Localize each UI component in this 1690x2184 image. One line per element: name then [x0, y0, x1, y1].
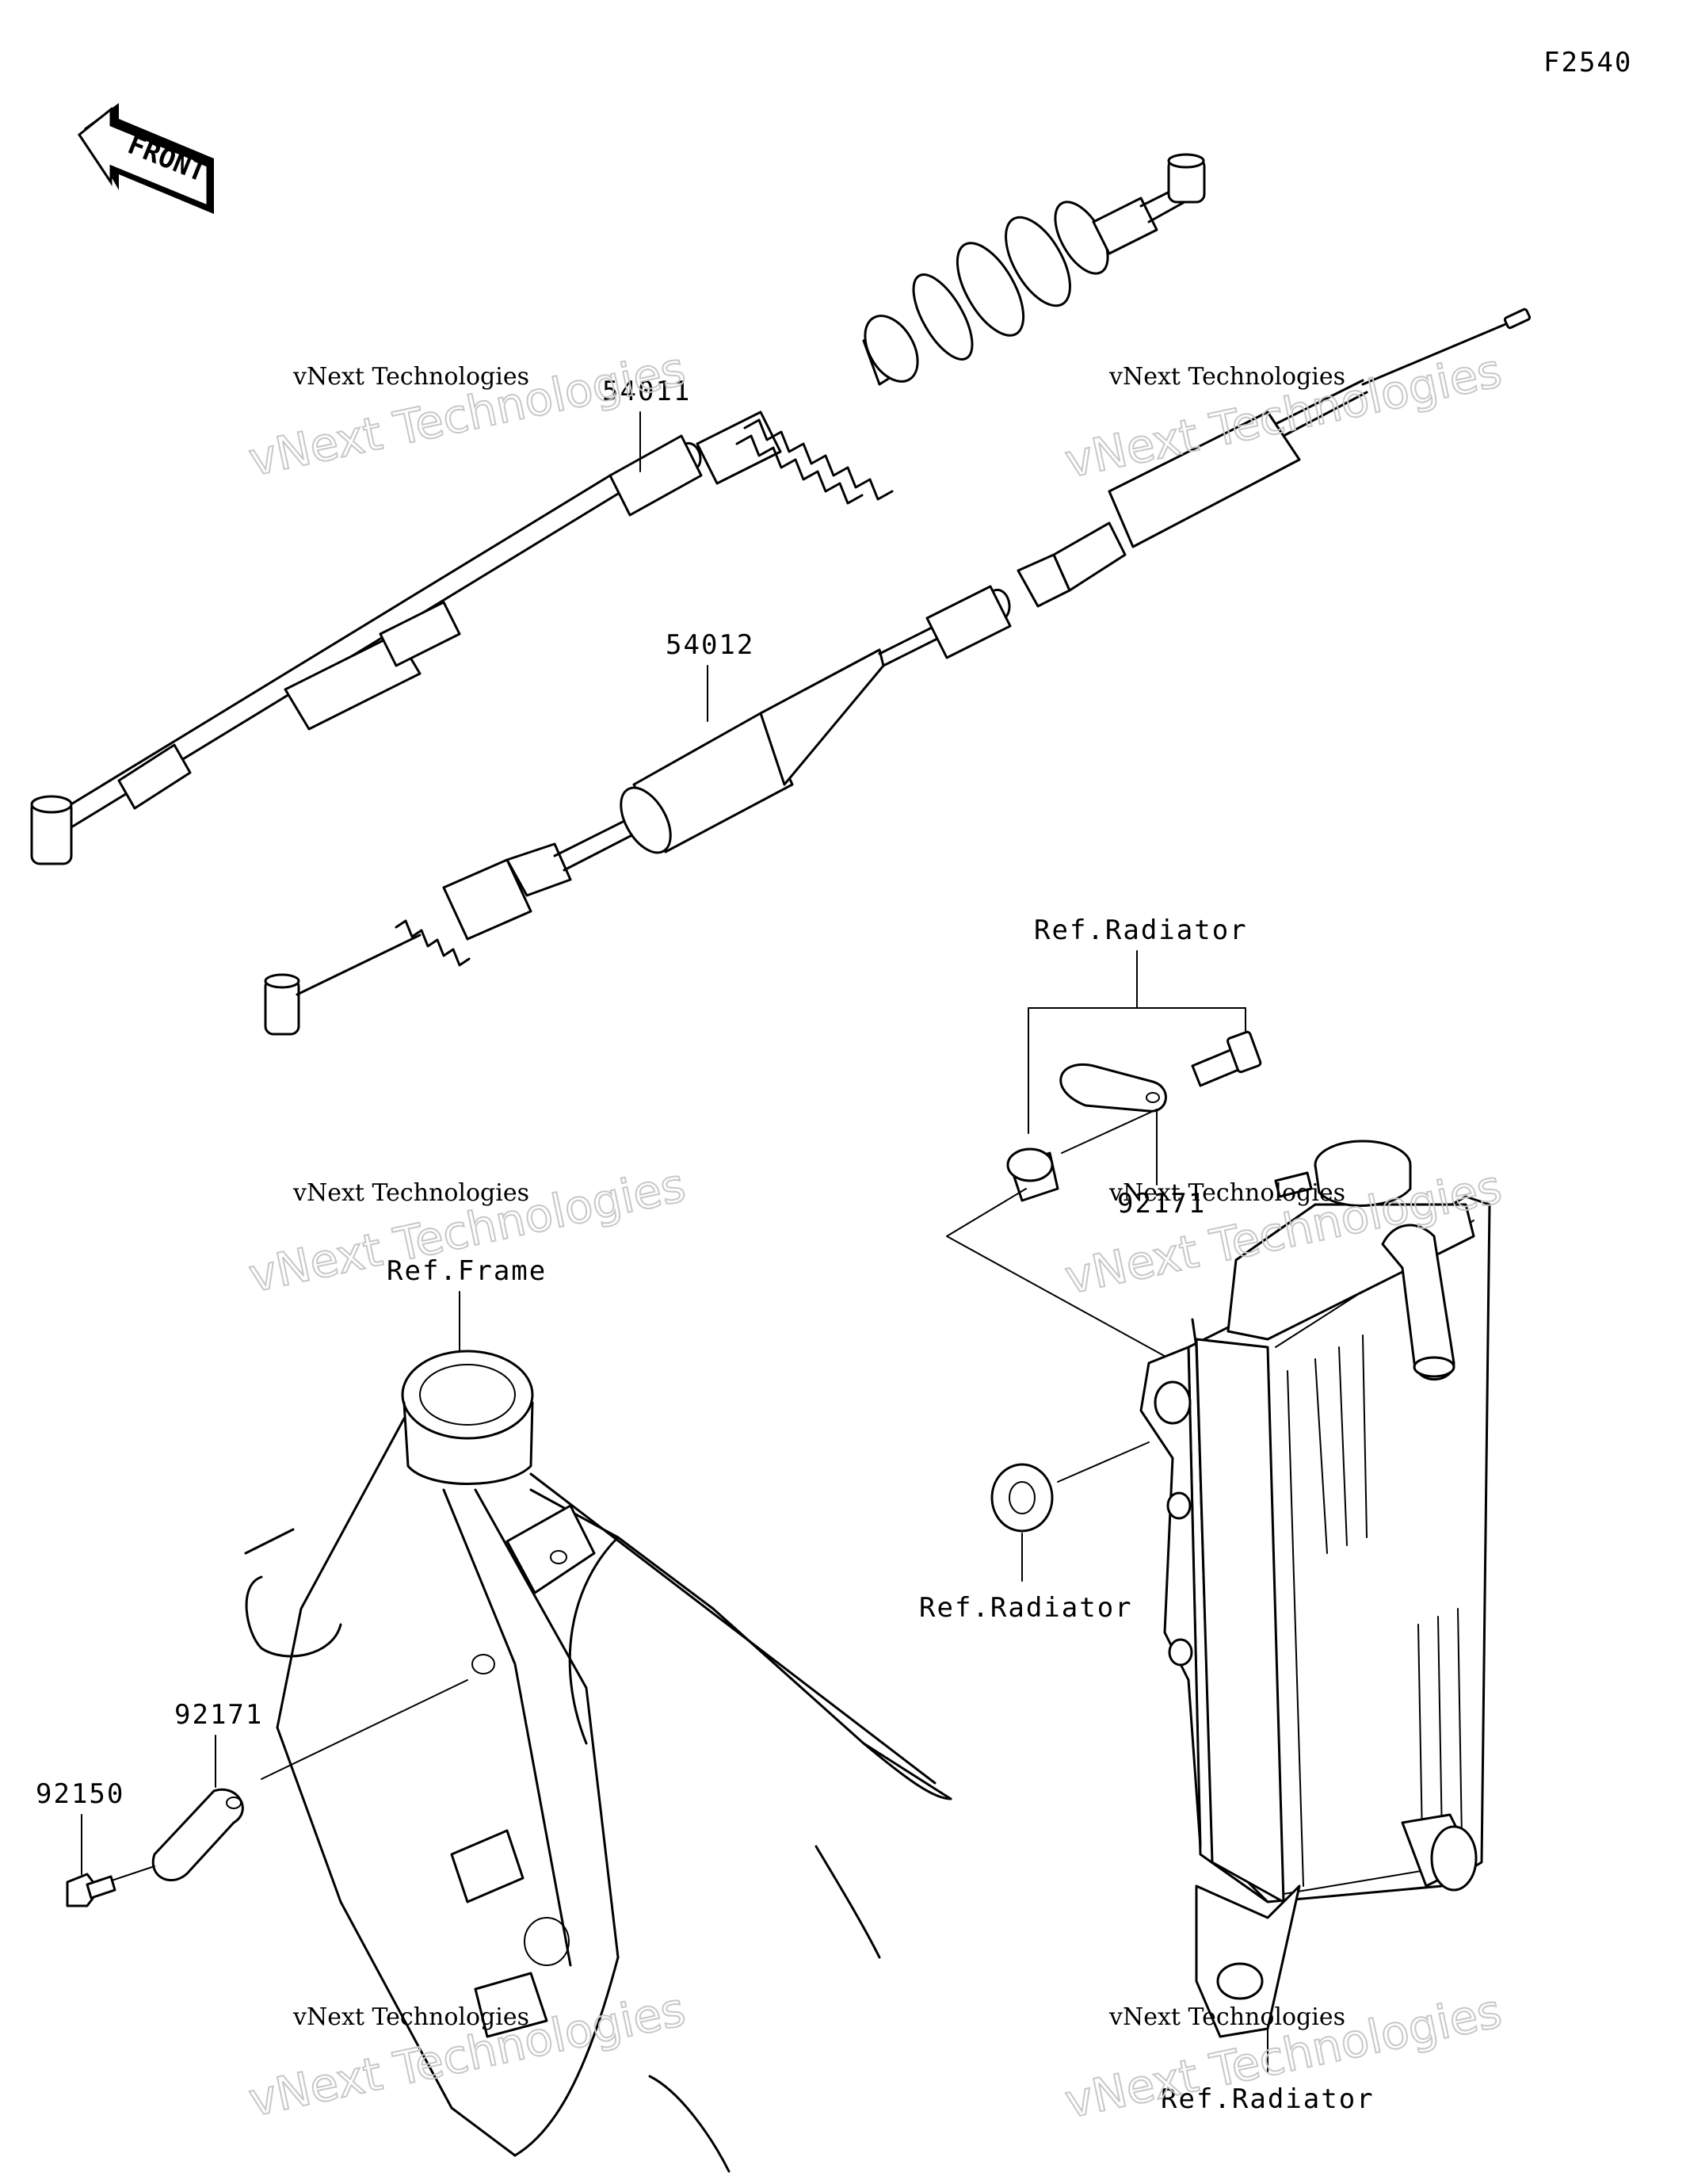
- svg-text:vNext Technologies: vNext Technologies: [1108, 2003, 1345, 2031]
- svg-text:vNext Technologies: vNext Technologies: [1108, 363, 1345, 391]
- ref-frame-label[interactable]: Ref.Frame: [387, 1255, 547, 1287]
- ref-radiator-bottom-label[interactable]: Ref.Radiator: [1161, 2083, 1375, 2115]
- ref-radiator-grommet-label[interactable]: Ref.Radiator: [919, 1592, 1133, 1624]
- ref-radiator-top-label[interactable]: Ref.Radiator: [1034, 914, 1248, 946]
- figure-code: F2540: [1543, 47, 1632, 78]
- clutch-cable: [30, 153, 1206, 865]
- svg-text:vNext Technologies: vNext Technologies: [292, 2003, 529, 2031]
- part-label-92171-frame[interactable]: 92171: [174, 1699, 263, 1731]
- throttle-cable: [264, 307, 1532, 1036]
- frame: Ref.Frame: [244, 1255, 952, 2173]
- svg-text:vNext Technologies: vNext Technologies: [292, 363, 529, 391]
- clutch-boot: [912, 200, 1109, 361]
- part-label-92150[interactable]: 92150: [36, 1778, 124, 1810]
- svg-text:vNext Technologies: vNext Technologies: [1108, 1179, 1345, 1207]
- watermark-bottom-left: vNext Technologies vNext Technologies: [243, 1981, 690, 2128]
- frame-clamp: 92171 92150: [36, 1679, 468, 1907]
- bolt-icon: [66, 1873, 116, 1907]
- part-label-92171-radiator[interactable]: 92171: [1117, 1188, 1206, 1220]
- front-arrow-icon: FRONT: [77, 103, 214, 214]
- svg-text:vNext Technologies: vNext Technologies: [292, 1179, 529, 1207]
- part-label-54012[interactable]: 54012: [666, 629, 754, 661]
- part-label-54011[interactable]: 54011: [602, 376, 691, 407]
- radiator: Ref.Radiator 92171 Ref.Radiator: [919, 914, 1491, 2115]
- radiator-core: [1287, 1334, 1463, 1887]
- watermark-top-left: vNext Technologies vNext Technologies: [243, 341, 690, 487]
- clutch-spring: [735, 418, 894, 505]
